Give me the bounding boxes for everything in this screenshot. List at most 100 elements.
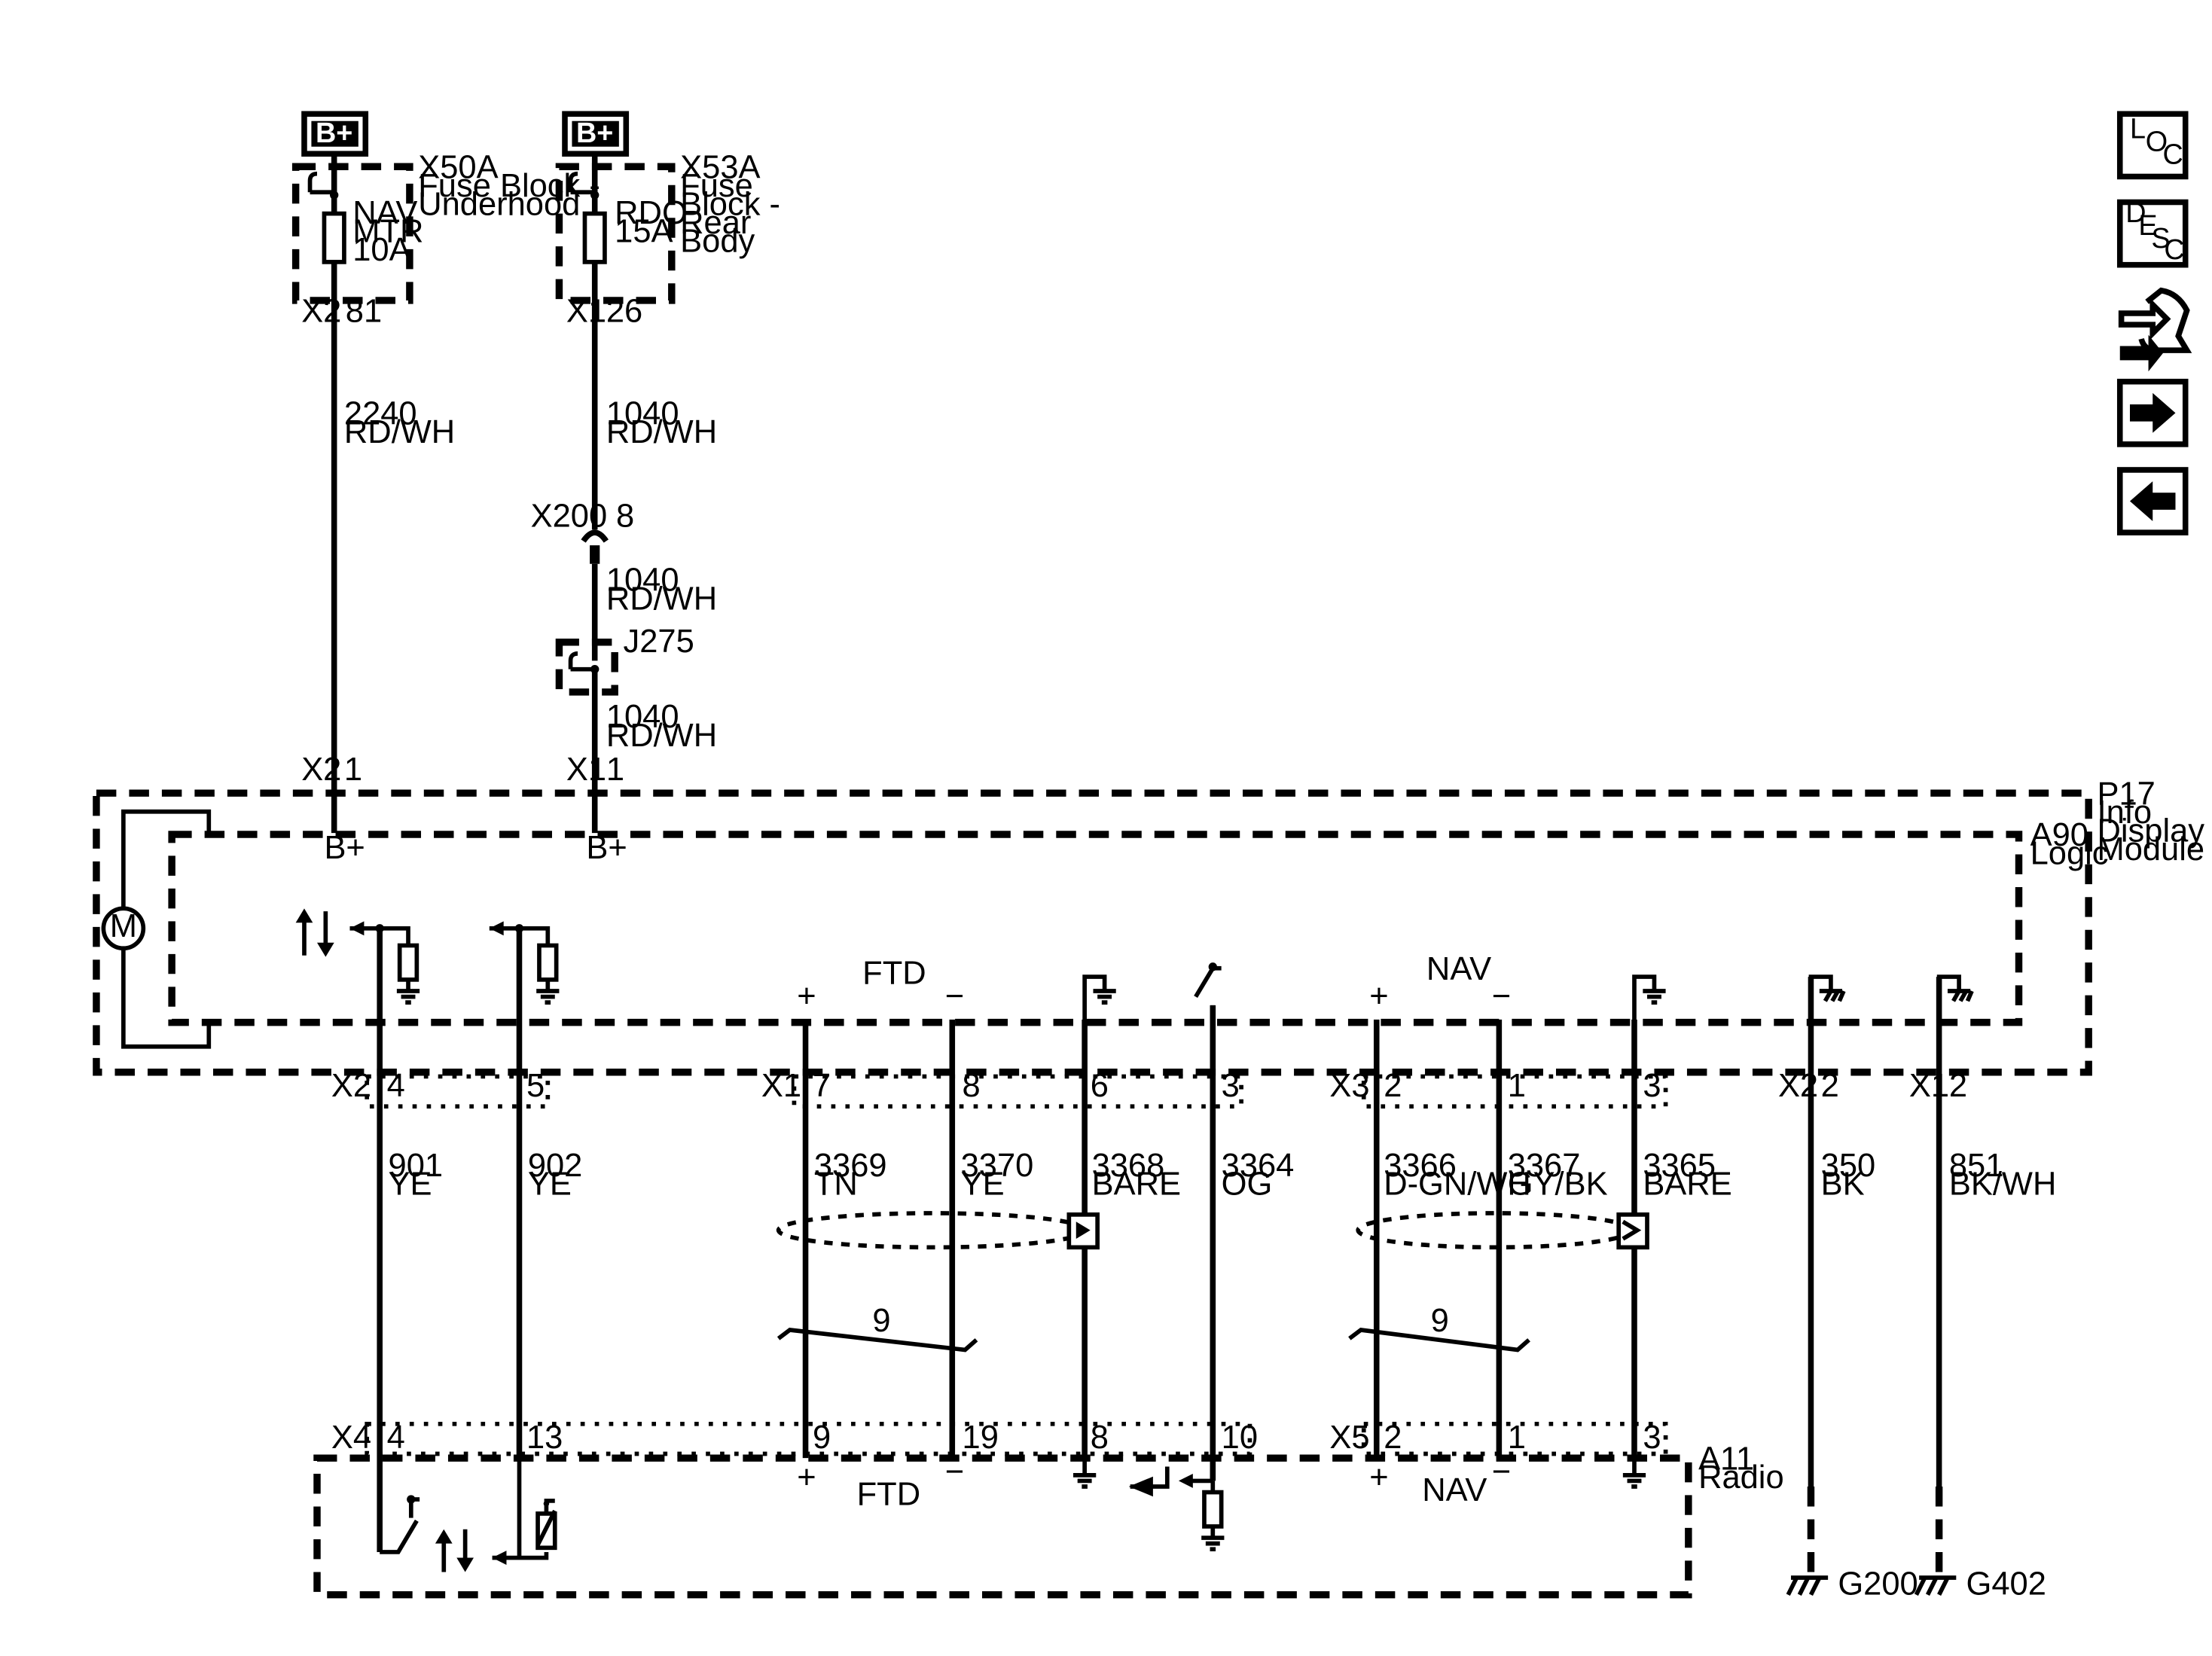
svg-text:9: 9 (872, 1303, 890, 1339)
resistor-icon (537, 943, 559, 982)
component-name: Rear (680, 205, 751, 241)
mute-output-icon (1128, 1466, 1225, 1552)
wire-1040-mid: 1040 RD/WH (591, 563, 717, 661)
svg-text:−: − (1492, 1453, 1511, 1490)
svg-text:3: 3 (1643, 1420, 1661, 1456)
previous-page-button[interactable] (2116, 467, 2189, 535)
svg-text:3368: 3368 (1092, 1148, 1165, 1184)
svg-text:GY/BK: GY/BK (1508, 1166, 1608, 1202)
wire-1040: 1040 RD/WH (591, 300, 717, 530)
splice-j275: J275 (555, 624, 694, 696)
svg-text:3366: 3366 (1384, 1148, 1457, 1184)
component-ref: P17 (2097, 776, 2155, 812)
shield-ftd (776, 1211, 1100, 1250)
svg-text:7: 7 (813, 1068, 831, 1104)
svg-text:M: M (110, 908, 137, 944)
data-arrows-icon (435, 1529, 474, 1572)
svg-text:−: − (1492, 978, 1511, 1014)
svg-text:FTD: FTD (857, 1477, 920, 1513)
component-name: Module (2097, 831, 2204, 868)
next-page-button[interactable] (2116, 378, 2189, 447)
svg-text:19: 19 (963, 1420, 999, 1456)
svg-text:X200: X200 (531, 499, 608, 535)
svg-text:3365: 3365 (1643, 1148, 1716, 1184)
svg-text:1040: 1040 (606, 563, 679, 599)
arrow-left-icon (2129, 481, 2176, 522)
lower-wire-3367: 3367 GY/BK (1496, 1019, 1608, 1459)
svg-text:X5: X5 (1329, 1420, 1369, 1456)
svg-text:J275: J275 (624, 624, 694, 660)
svg-text:RD/WH: RD/WH (344, 414, 455, 450)
connector-strip-bottom: X4 4 13 9 19 8 10 X5 2 1 3 (331, 1420, 1668, 1456)
svg-text:YE: YE (961, 1166, 1005, 1202)
svg-text:L: L (2130, 113, 2146, 145)
svg-text:RD/WH: RD/WH (606, 718, 717, 754)
component-ref: A11 (1698, 1441, 1754, 1477)
resistor-icon (397, 943, 420, 982)
connector-view-button[interactable] (2118, 287, 2192, 372)
svg-text:G402: G402 (1966, 1566, 2046, 1603)
svg-text:FTD: FTD (862, 956, 926, 992)
svg-text:X4: X4 (331, 1420, 371, 1456)
component-name: Body (680, 224, 755, 260)
svg-text:8: 8 (616, 499, 634, 535)
svg-text:8: 8 (1091, 1420, 1109, 1456)
svg-text:3: 3 (1222, 1068, 1240, 1104)
desc-button[interactable]: D E S C (2116, 197, 2189, 268)
svg-text:D: D (2125, 197, 2146, 229)
component-name: Fuse (680, 168, 753, 204)
lower-wire-901: 901 YE (377, 928, 443, 1552)
svg-text:E: E (2138, 210, 2157, 242)
svg-text:S: S (2151, 223, 2170, 255)
loc-button[interactable]: L O C (2116, 111, 2189, 180)
svg-text:10: 10 (1222, 1420, 1258, 1456)
fuse-block-rear-body: RDO 15A X53A Fuse Block - Rear Body X1 2… (555, 149, 780, 329)
svg-text:4: 4 (387, 1068, 405, 1104)
radio-module: A11 Radio FTD + − (313, 1441, 1784, 1599)
svg-text:2: 2 (1949, 1068, 1967, 1104)
lower-wire-350: 350 BK (1807, 977, 1876, 1575)
arrow-right-icon (2129, 392, 2176, 433)
logic-ref: A90 (2030, 817, 2088, 853)
fuse-label: 15A (615, 213, 673, 249)
pin-label: 81 (346, 293, 382, 329)
wire-2240: 2240 RD/WH (331, 300, 455, 834)
svg-text:9: 9 (813, 1420, 831, 1456)
svg-text:13: 13 (526, 1420, 563, 1456)
svg-text:NAV: NAV (1422, 1472, 1487, 1508)
wire-1040-lower: 1040 RD/WH (591, 669, 717, 834)
fuse-label: NAV (352, 195, 417, 231)
svg-text:B+: B+ (576, 117, 613, 149)
connector-icon (2118, 287, 2192, 372)
pin-label: 26 (606, 293, 642, 329)
svg-text:350: 350 (1821, 1148, 1876, 1184)
svg-text:851: 851 (1949, 1148, 2004, 1184)
svg-text:B+: B+ (316, 117, 352, 149)
svg-text:−: − (945, 1453, 964, 1490)
ground-g402: G402 (1914, 1566, 2046, 1603)
svg-text:3367: 3367 (1508, 1148, 1581, 1184)
svg-text:B+: B+ (586, 830, 627, 866)
svg-text:902: 902 (528, 1148, 583, 1184)
svg-text:1040: 1040 (606, 699, 679, 735)
svg-text:X1: X1 (1909, 1068, 1949, 1104)
lower-wire-3368: 3368 BARE (1082, 1019, 1181, 1459)
svg-text:X1: X1 (761, 1068, 801, 1104)
svg-text:3369: 3369 (814, 1148, 887, 1184)
thermistor-icon (492, 1458, 557, 1565)
fuse-label: 10A (352, 232, 410, 268)
fuse-label: RDO (615, 195, 688, 231)
svg-text:O: O (2146, 126, 2168, 157)
switch-icon (380, 1495, 420, 1554)
svg-text:−: − (945, 978, 964, 1014)
twist-marker-ftd: 9 (776, 1303, 978, 1353)
svg-text:1040: 1040 (606, 395, 679, 432)
logic-name: Logic (2030, 836, 2109, 872)
component-ref: X53A (680, 149, 760, 185)
svg-text:+: + (1369, 978, 1388, 1014)
svg-text:BARE: BARE (1092, 1166, 1181, 1202)
ground-g200: G200 (1786, 1566, 1918, 1603)
svg-text:+: + (797, 1459, 816, 1496)
svg-text:6: 6 (1091, 1068, 1109, 1104)
